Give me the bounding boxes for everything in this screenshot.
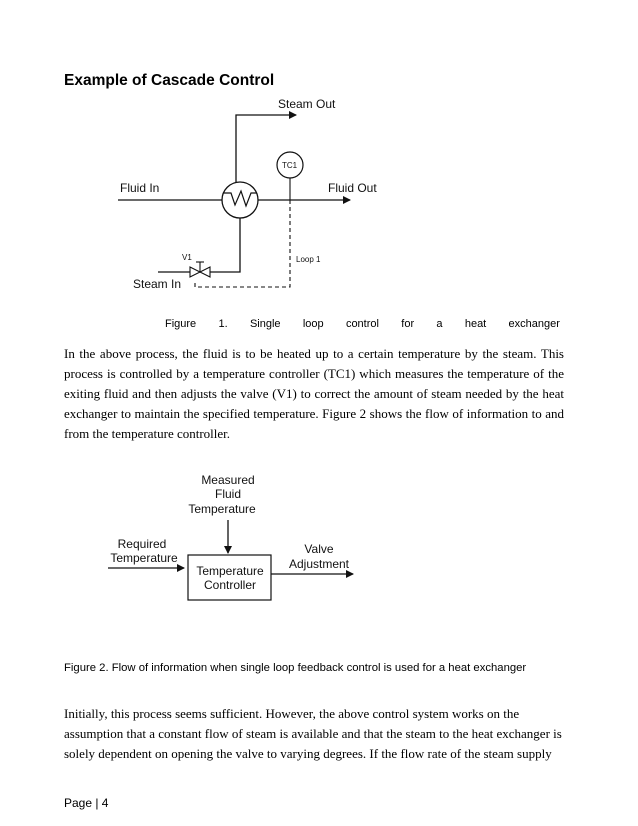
- figure-2-caption: Figure 2. Flow of information when singl…: [64, 662, 527, 674]
- steam-out-label: Steam Out: [278, 97, 336, 111]
- paragraph-line: Initially, this process seems sufficient…: [64, 706, 520, 721]
- tc1-label: TC1: [282, 161, 298, 170]
- caption-word: loop: [302, 318, 324, 330]
- figure-1-diagram: Steam Out Fluid In Fluid Out TC1 V1 Stea…: [108, 97, 377, 601]
- measured-label-line1: Measured: [201, 473, 254, 487]
- controller-box: [187, 554, 272, 601]
- body-paragraph-1: In the above process, the fluid is to be…: [64, 346, 564, 441]
- control-loop-line: [194, 200, 291, 288]
- valve-label-line1: Valve: [304, 542, 333, 556]
- caption-word: a: [436, 318, 443, 330]
- measured-label-line2: Fluid: [215, 487, 241, 501]
- steam-in-label: Steam In: [133, 277, 181, 291]
- figure-2-diagram: Measured Fluid Temperature Required Temp…: [108, 473, 354, 601]
- loop1-label: Loop 1: [296, 255, 321, 264]
- section-heading: Example of Cascade Control: [64, 72, 275, 89]
- paragraph-line: solely dependent on opening the valve to…: [64, 746, 552, 761]
- steam-in-line: [158, 218, 241, 273]
- caption-word: Figure: [165, 318, 197, 330]
- caption-word: exchanger: [508, 318, 560, 330]
- v1-label: V1: [182, 253, 192, 262]
- caption-word: control: [345, 318, 379, 330]
- caption-word: 1.: [218, 318, 228, 330]
- required-label-line1: Required: [118, 537, 167, 551]
- required-label-line2: Temperature: [110, 551, 178, 565]
- fluid-out-label: Fluid Out: [328, 181, 377, 195]
- caption-word: heat: [464, 318, 487, 330]
- heat-exchanger-icon: [221, 181, 259, 219]
- page-number: Page | 4: [64, 796, 109, 810]
- paragraph-line: assumption that a constant flow of steam…: [64, 726, 562, 741]
- figure-1-caption: Figure 1. Single loop control for a heat…: [165, 318, 560, 330]
- body-paragraph-2: Initially, this process seems sufficient…: [64, 704, 564, 764]
- valve-label-line2: Adjustment: [289, 557, 350, 571]
- heat-exchanger-coil: [223, 189, 257, 208]
- measured-label-line3: Temperature: [188, 502, 256, 516]
- controller-label-line1: Temperature: [196, 564, 264, 578]
- controller-label-line2: Controller: [204, 578, 256, 592]
- steam-out-line: [235, 111, 297, 182]
- caption-word: Single: [249, 318, 281, 330]
- fluid-in-label: Fluid In: [120, 181, 159, 195]
- caption-word: for: [401, 318, 415, 330]
